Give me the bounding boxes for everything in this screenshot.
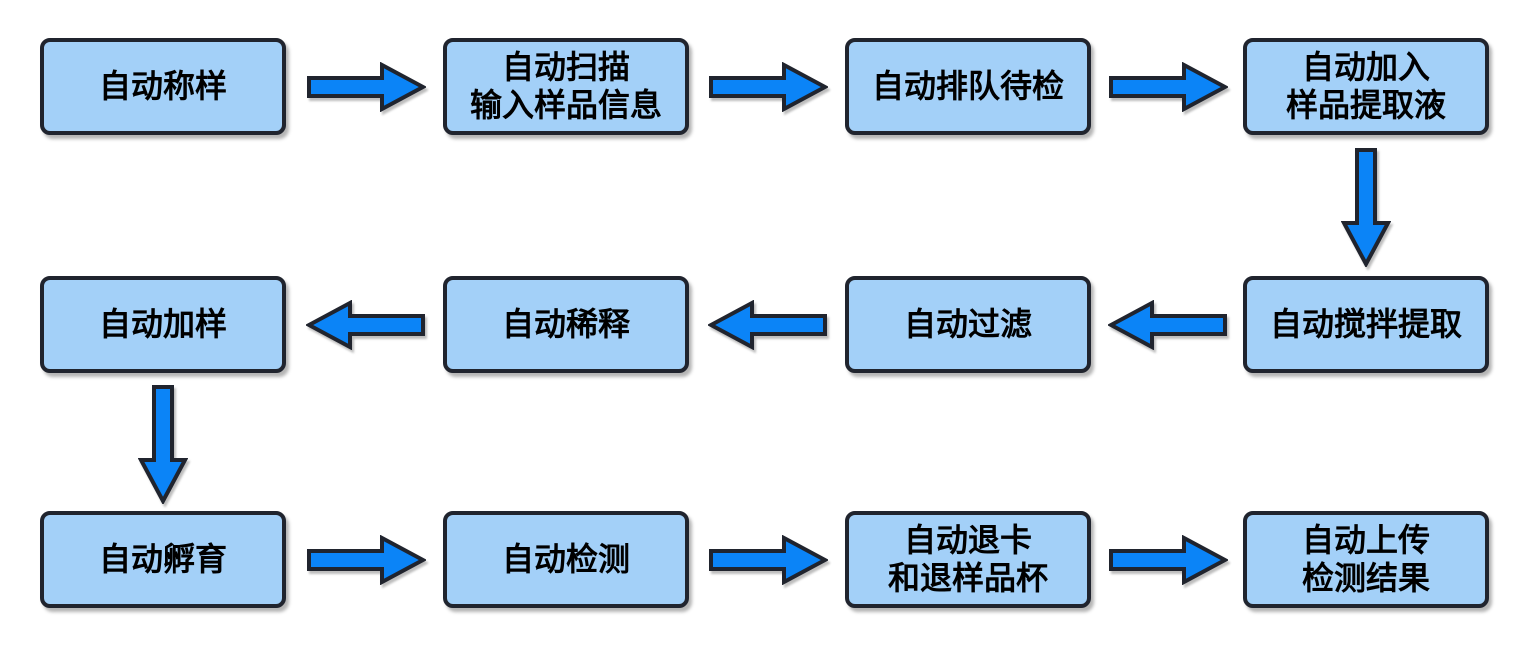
arrow-right-icon (708, 535, 828, 585)
arrow-left-icon (708, 300, 828, 350)
arrow-right-icon (306, 535, 426, 585)
step-auto-filter: 自动过滤 (845, 276, 1091, 373)
step-auto-weigh: 自动称样 (40, 38, 286, 135)
arrow-left-icon (306, 300, 426, 350)
step-auto-incubate: 自动孵育 (40, 511, 286, 608)
step-stir-extract: 自动搅拌提取 (1243, 276, 1489, 373)
arrow-right-icon (1108, 535, 1228, 585)
step-add-extract-liquid: 自动加入 样品提取液 (1243, 38, 1489, 135)
step-auto-dilute: 自动稀释 (443, 276, 689, 373)
arrow-right-icon (1108, 62, 1228, 112)
step-auto-detect: 自动检测 (443, 511, 689, 608)
step-eject-card-and-cup: 自动退卡 和退样品杯 (845, 511, 1091, 608)
arrow-right-icon (708, 62, 828, 112)
arrow-right-icon (306, 62, 426, 112)
arrow-down-icon (138, 384, 188, 504)
step-auto-queue: 自动排队待检 (845, 38, 1091, 135)
arrow-left-icon (1108, 300, 1228, 350)
step-upload-results: 自动上传 检测结果 (1243, 511, 1489, 608)
step-auto-scan-input-info: 自动扫描 输入样品信息 (443, 38, 689, 135)
step-auto-add-sample: 自动加样 (40, 276, 286, 373)
arrow-down-icon (1341, 147, 1391, 267)
